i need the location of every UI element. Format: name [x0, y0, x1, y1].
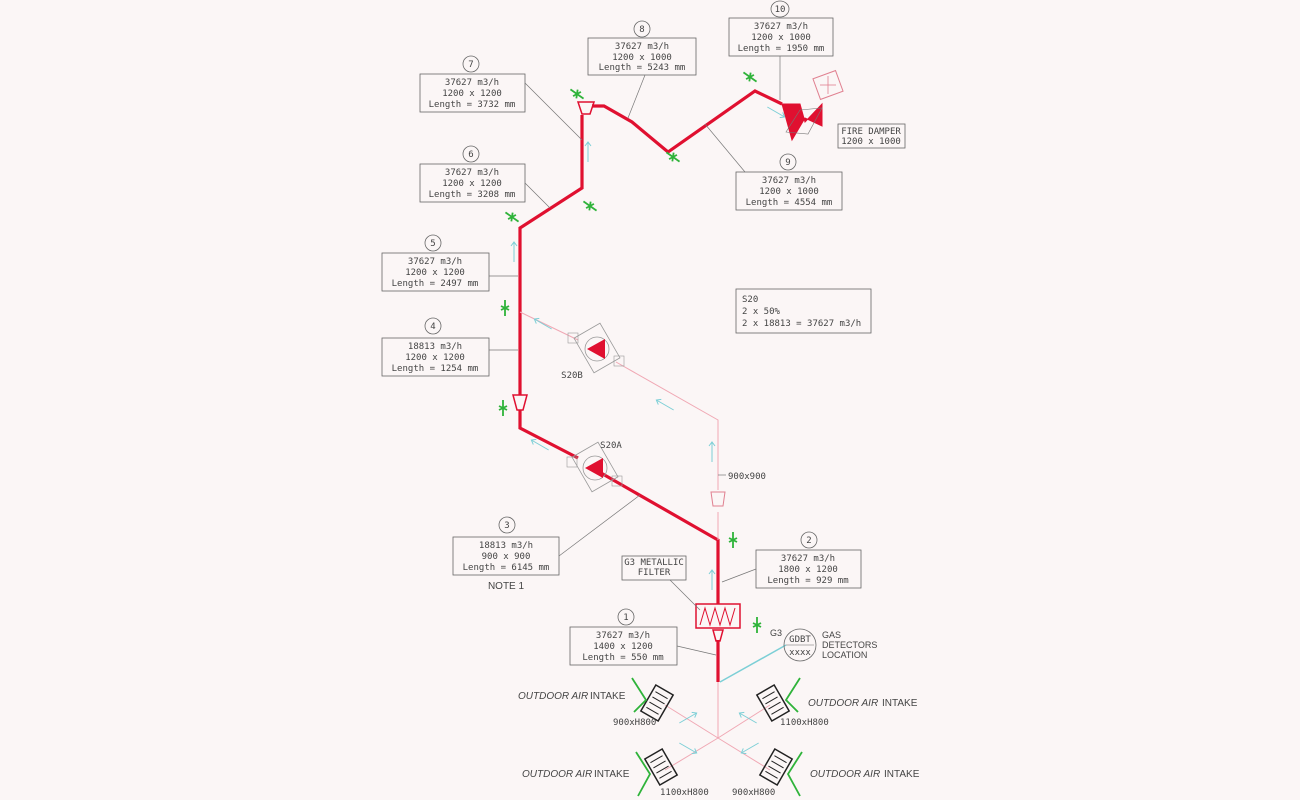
intake-top-right-size: 1100xH800 [780, 718, 829, 728]
intake-louver-bottom-left [635, 747, 679, 797]
svg-text:5: 5 [430, 239, 435, 249]
segment-6-tag: 6 37627 m3/h 1200 x 1200 Length = 3208 m… [419, 145, 551, 209]
svg-text:18813 m3/h: 18813 m3/h [408, 342, 462, 352]
svg-text:2 x 18813 = 37627 m3/h: 2 x 18813 = 37627 m3/h [742, 319, 861, 329]
svg-text:37627 m3/h: 37627 m3/h [445, 168, 499, 178]
segment-7-tag: 7 37627 m3/h 1200 x 1200 Length = 3732 m… [419, 55, 583, 141]
gas-detector-label-1: GAS [822, 630, 841, 640]
intake-bottom-left-label: OUTDOOR AIR [522, 769, 592, 780]
intake-louver-bottom-right [758, 747, 803, 797]
g3-metallic-filter [695, 603, 741, 629]
svg-text:2 x 50%: 2 x 50% [742, 307, 781, 317]
svg-text:Length = 3732 mm: Length = 3732 mm [429, 100, 516, 110]
intake-bottom-right-label: OUTDOOR AIR [810, 769, 880, 780]
svg-text:37627 m3/h: 37627 m3/h [762, 176, 816, 186]
svg-text:1200 x 1200: 1200 x 1200 [405, 353, 465, 363]
svg-text:Length = 5243 mm: Length = 5243 mm [599, 63, 686, 73]
svg-text:18813 m3/h: 18813 m3/h [479, 541, 533, 551]
svg-text:Length = 2497 mm: Length = 2497 mm [392, 279, 479, 289]
intake-top-right-label: OUTDOOR AIR [808, 698, 878, 709]
gas-detector-label-3: LOCATION [822, 650, 867, 660]
segment-10-tag: 10 37627 m3/h 1200 x 1000 Length = 1950 … [728, 0, 834, 100]
fire-damper-label-box [837, 123, 906, 149]
intake-louver-top-left [631, 677, 675, 723]
segment-4-tag: 4 18813 m3/h 1200 x 1200 Length = 1254 m… [381, 317, 518, 377]
svg-text:Length = 1950 mm: Length = 1950 mm [738, 44, 825, 54]
svg-text:9: 9 [785, 158, 790, 168]
svg-text:2: 2 [806, 536, 811, 546]
svg-text:7: 7 [468, 60, 473, 70]
fire-damper-label-1: FIRE DAMPER [841, 127, 901, 137]
note-1: NOTE 1 [488, 581, 525, 592]
svg-text:4: 4 [430, 322, 435, 332]
fan-s20b [567, 322, 625, 374]
filter-label-line1: G3 METALLIC [624, 558, 684, 568]
svg-text:1: 1 [623, 613, 628, 623]
svg-text:1800 x 1200: 1800 x 1200 [778, 565, 838, 575]
svg-text:10: 10 [775, 5, 786, 15]
intake-arrows [679, 711, 759, 755]
filter-label-line2: FILTER [638, 568, 671, 578]
segment-5-tag: 5 37627 m3/h 1200 x 1200 Length = 2497 m… [381, 234, 518, 292]
svg-text:1200 x 1000: 1200 x 1000 [759, 187, 819, 197]
svg-text:Length = 1254 mm: Length = 1254 mm [392, 364, 479, 374]
intake-top-right-label2: INTAKE [882, 698, 918, 709]
svg-text:1400 x 1200: 1400 x 1200 [593, 642, 653, 652]
gas-detector-sub: xxxx [789, 648, 811, 658]
svg-text:37627 m3/h: 37627 m3/h [408, 257, 462, 267]
svg-text:Length = 550 mm: Length = 550 mm [582, 653, 663, 663]
segment-2-tag: 2 37627 m3/h 1800 x 1200 Length = 929 mm [721, 531, 862, 589]
segment-9-tag: 9 37627 m3/h 1200 x 1000 Length = 4554 m… [704, 123, 843, 211]
branch-duct-s20b [519, 311, 719, 540]
svg-text:900 x 900: 900 x 900 [482, 552, 531, 562]
svg-text:Length = 3208 mm: Length = 3208 mm [429, 190, 516, 200]
svg-text:S20: S20 [742, 295, 758, 305]
branch-duct-size: 900x900 [728, 472, 766, 482]
airflow-arrows [510, 106, 786, 590]
segment-3-tag: 3 18813 m3/h 900 x 900 Length = 6145 mm [452, 494, 641, 576]
intake-top-left-size: 900xH800 [613, 718, 656, 728]
volume-dampers [498, 71, 762, 633]
intake-louver-top-right [755, 677, 801, 723]
svg-text:Length = 4554 mm: Length = 4554 mm [746, 198, 833, 208]
svg-text:8: 8 [639, 25, 644, 35]
fan-s20b-label: S20B [561, 371, 583, 381]
svg-text:Length = 6145 mm: Length = 6145 mm [463, 563, 550, 573]
segment-1-tag: 1 37627 m3/h 1400 x 1200 Length = 550 mm [569, 608, 717, 666]
intake-top-left-label: OUTDOOR AIR [518, 691, 588, 702]
gas-detector: GDBT xxxx [783, 628, 817, 662]
fire-damper-label-2: 1200 x 1000 [841, 137, 901, 147]
svg-text:1200 x 1200: 1200 x 1200 [405, 268, 465, 278]
svg-text:1200 x 1000: 1200 x 1000 [751, 33, 811, 43]
intake-plenum [664, 682, 771, 771]
intake-top-left-label2: INTAKE [590, 691, 626, 702]
svg-text:1200 x 1000: 1200 x 1000 [612, 53, 672, 63]
svg-text:3: 3 [504, 521, 509, 531]
intake-bottom-right-size: 900xH800 [732, 788, 775, 798]
segment-8-tag: 8 37627 m3/h 1200 x 1000 Length = 5243 m… [587, 20, 697, 119]
svg-text:37627 m3/h: 37627 m3/h [596, 631, 650, 641]
gas-detector-label-2: DETECTORS [822, 640, 877, 650]
svg-text:6: 6 [468, 150, 473, 160]
svg-text:1200 x 1200: 1200 x 1200 [442, 89, 502, 99]
svg-text:37627 m3/h: 37627 m3/h [754, 22, 808, 32]
svg-text:37627 m3/h: 37627 m3/h [445, 78, 499, 88]
system-note: S20 2 x 50% 2 x 18813 = 37627 m3/h [735, 288, 872, 334]
svg-text:Length = 929 mm: Length = 929 mm [767, 576, 848, 586]
duct-reducers [512, 101, 726, 642]
intake-bottom-left-size: 1100xH800 [660, 788, 709, 798]
intake-bottom-right-label2: INTAKE [884, 769, 920, 780]
gas-detector-tag: GDBT [789, 635, 811, 645]
svg-text:37627 m3/h: 37627 m3/h [781, 554, 835, 564]
svg-text:1200 x 1200: 1200 x 1200 [442, 179, 502, 189]
intake-bottom-left-label2: INTAKE [594, 769, 630, 780]
svg-text:37627 m3/h: 37627 m3/h [615, 42, 669, 52]
fan-s20a-label: S20A [600, 441, 622, 451]
filter-tag: G3 [770, 628, 782, 638]
fan-s20a [566, 441, 623, 493]
filter-label-box [621, 555, 687, 581]
fire-damper [781, 69, 844, 142]
